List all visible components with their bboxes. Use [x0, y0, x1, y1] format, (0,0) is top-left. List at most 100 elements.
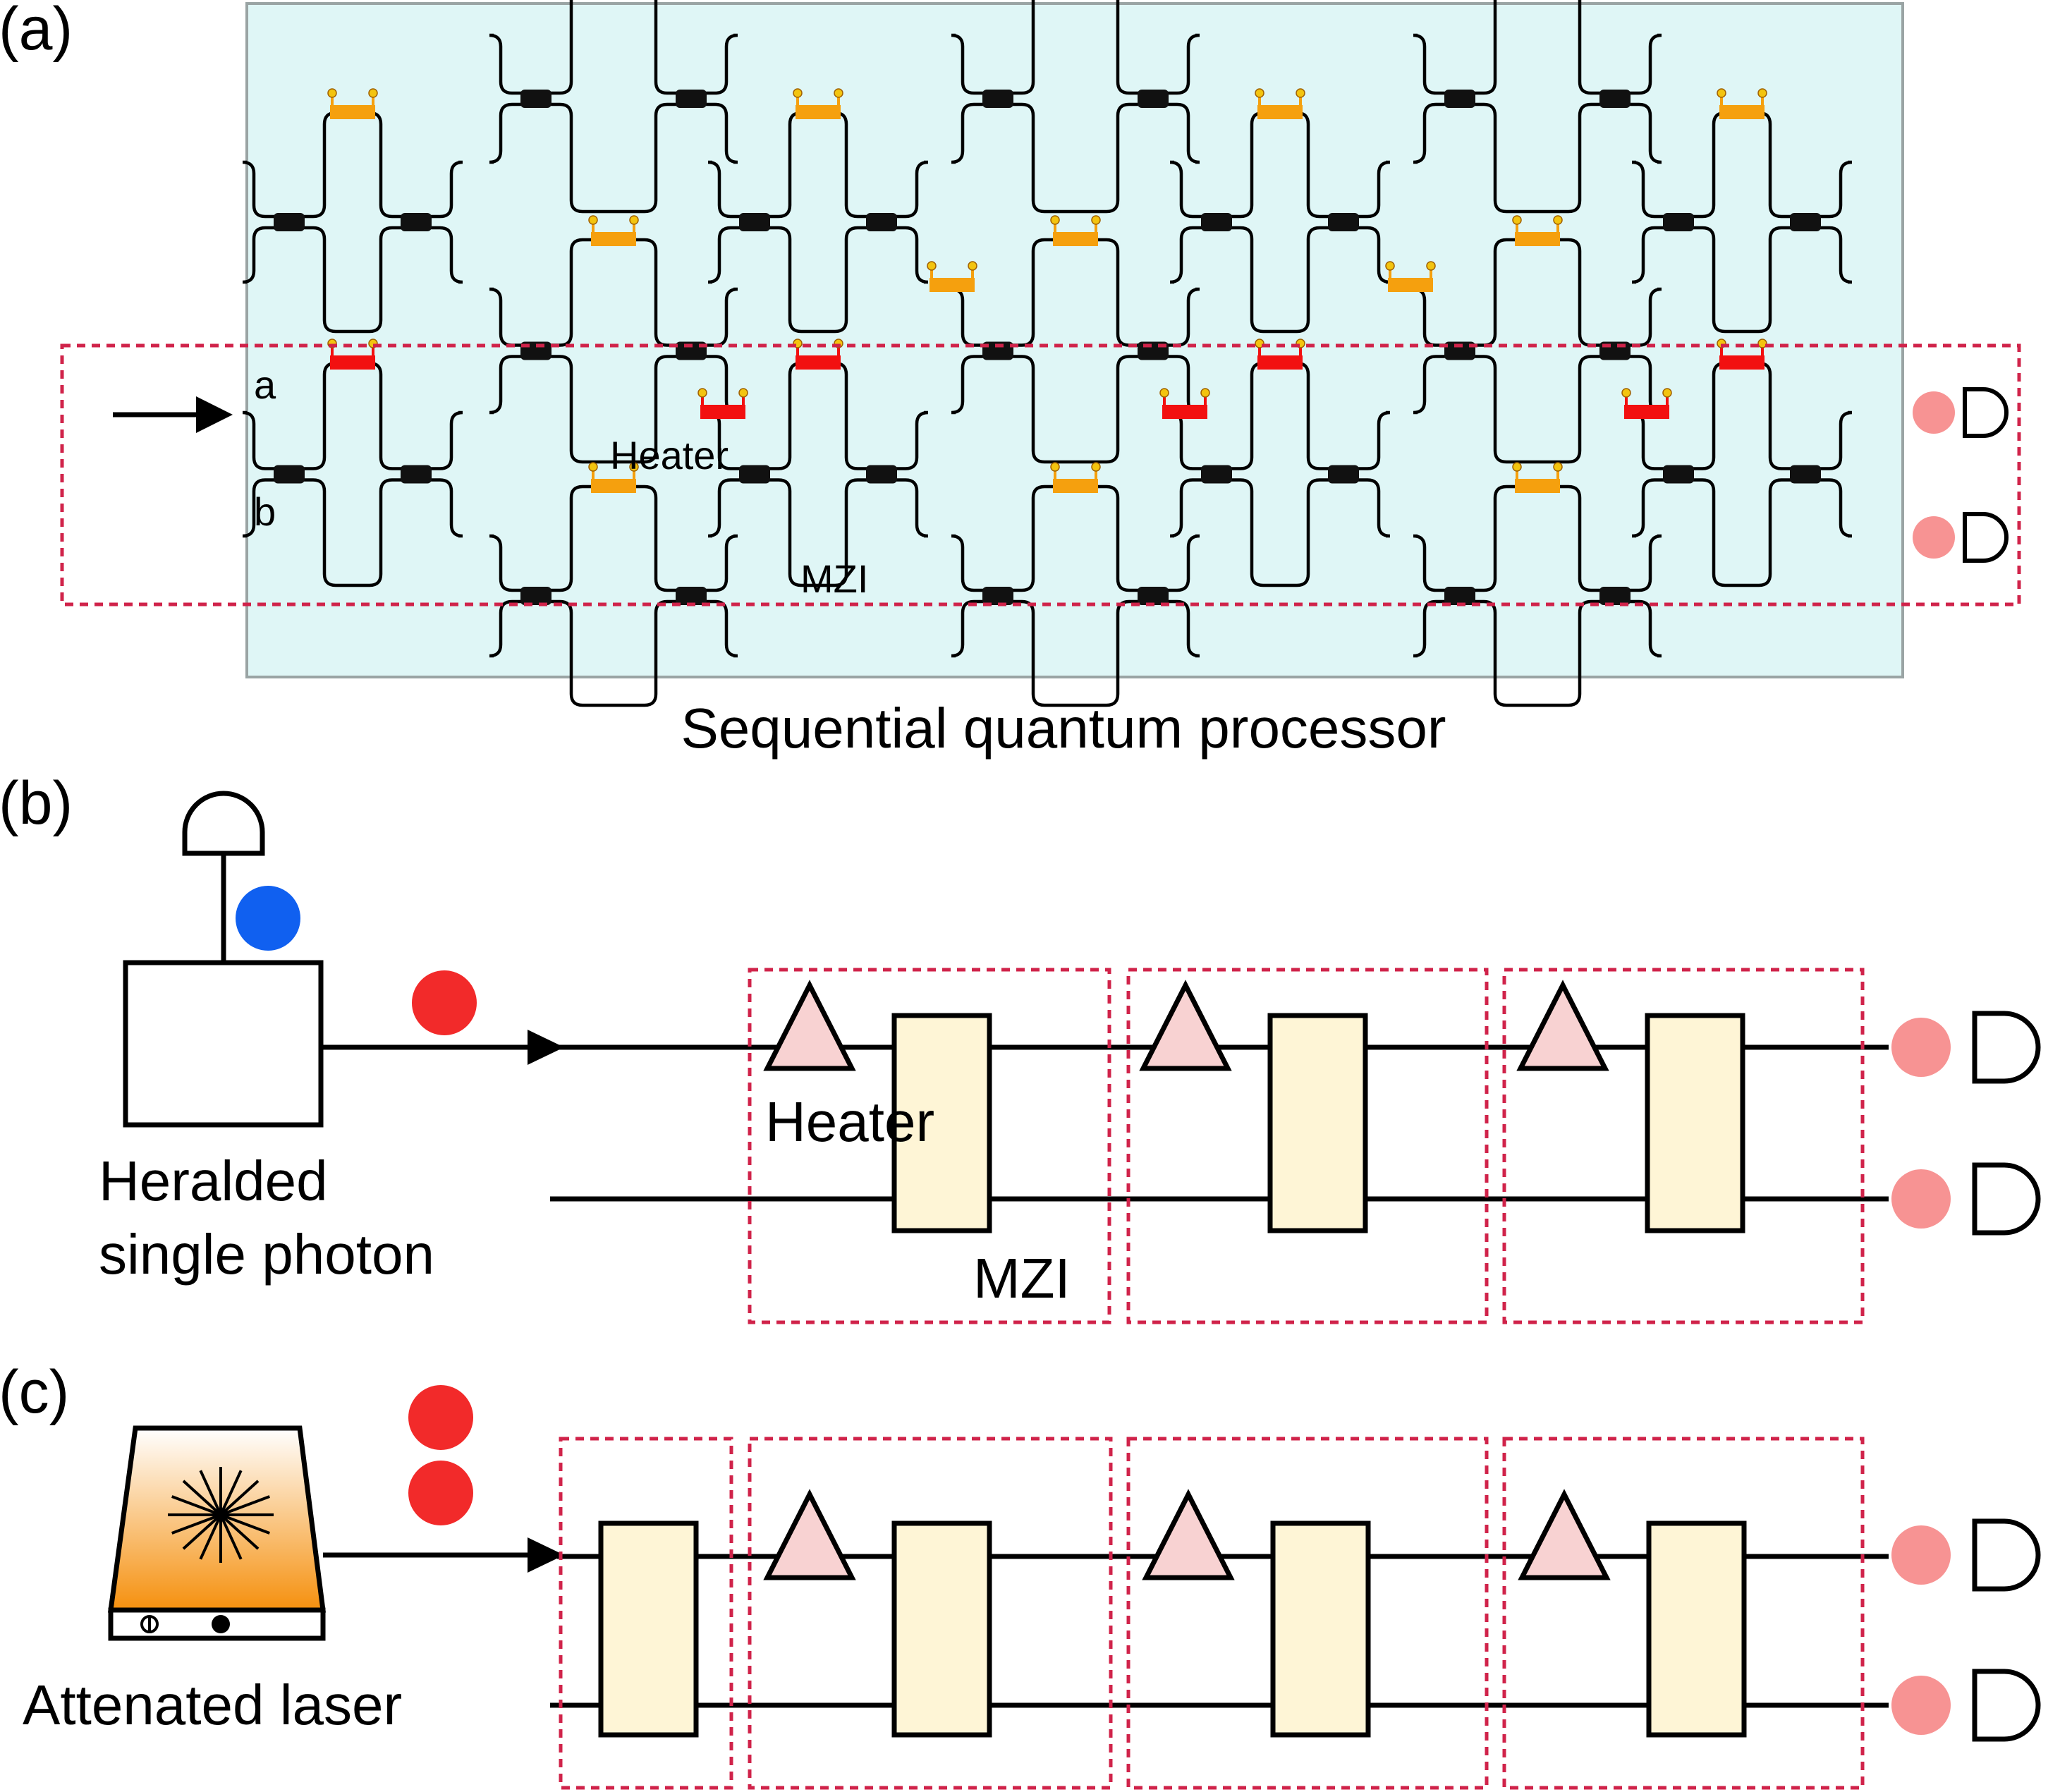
- chip-mzi-label: MZI: [800, 556, 868, 601]
- directional-coupler: [866, 465, 897, 484]
- directional-coupler: [1790, 213, 1821, 231]
- output-photon-b-icon: [1913, 516, 1955, 559]
- chip-mzi-waveguide: [951, 0, 1200, 214]
- panel-c: (c) Attenated laser: [0, 1358, 2041, 1790]
- input-arrow-icon: [113, 396, 233, 433]
- c-detector-bottom-icon: [1972, 1669, 2041, 1742]
- c-detector-top-icon: [1972, 1518, 2041, 1592]
- heater-icon: [796, 355, 841, 370]
- panel-c-label: (c): [0, 1358, 69, 1426]
- mzi-box-icon: [1270, 1520, 1371, 1738]
- directional-coupler: [274, 465, 305, 484]
- stage-dashed-box: [1126, 1437, 1489, 1790]
- heater-icon: [1719, 355, 1765, 370]
- processing-stage: [1518, 1489, 1747, 1738]
- directional-coupler: [866, 213, 897, 231]
- processing-stage: [1142, 1489, 1371, 1738]
- mzi-box-icon: [891, 1520, 992, 1738]
- mode-b-label: b: [254, 489, 276, 534]
- b-detector-top-icon: [1972, 1011, 2041, 1084]
- directional-coupler: [1201, 213, 1232, 231]
- directional-coupler: [1790, 465, 1821, 484]
- heater-triangle-icon: [1142, 1489, 1235, 1580]
- heater-icon: [1162, 405, 1207, 419]
- c-output-photon-top-icon: [1891, 1525, 1951, 1585]
- chip-mzi-waveguide: [489, 0, 738, 214]
- heater-icon: [330, 105, 375, 119]
- heater-icon: [591, 232, 636, 246]
- processing-stage: [763, 1489, 992, 1738]
- mzi-box-icon: [1267, 1013, 1368, 1233]
- b-mzi-label: MZI: [973, 1247, 1071, 1310]
- panel-b-label: (b): [0, 769, 73, 837]
- directional-coupler: [1444, 587, 1475, 605]
- heralded-source-box: [123, 960, 324, 1128]
- mode-a-label: a: [254, 362, 276, 407]
- directional-coupler: [1201, 465, 1232, 484]
- laser-photon-2-icon: [408, 1461, 473, 1525]
- directional-coupler: [982, 587, 1013, 605]
- directional-coupler: [1444, 90, 1475, 108]
- directional-coupler: [1599, 587, 1631, 605]
- directional-coupler: [274, 213, 305, 231]
- detector-a-icon: [1963, 387, 2009, 438]
- directional-couplers: [274, 90, 1821, 605]
- heater-icon: [1257, 105, 1303, 119]
- heater-icon: [700, 405, 745, 419]
- stage-dashed-box: [748, 1437, 1113, 1790]
- directional-coupler: [1138, 90, 1169, 108]
- laser-label: Attenated laser: [23, 1674, 402, 1736]
- stage-dashed-box: [748, 968, 1111, 1324]
- mzi-box-icon: [1645, 1013, 1745, 1233]
- directional-coupler: [1444, 341, 1475, 360]
- directional-coupler: [1138, 587, 1169, 605]
- panel-b: (b) Heater MZI Heralded single photon: [0, 769, 2041, 1324]
- output-photon-a-icon: [1913, 391, 1955, 434]
- heater-icon: [1515, 479, 1560, 493]
- directional-coupler: [1663, 465, 1694, 484]
- b-output-photon-top-icon: [1891, 1018, 1951, 1077]
- directional-coupler: [401, 465, 432, 484]
- directional-coupler: [982, 90, 1013, 108]
- stage-dashed-box: [1502, 968, 1865, 1324]
- chip-background: [245, 2, 1904, 678]
- heater-icon: [1053, 232, 1098, 246]
- source-label-line1: Heralded: [99, 1150, 328, 1212]
- chip-heater-label: Heater: [610, 433, 729, 477]
- heater-icon: [591, 479, 636, 493]
- heater-triangle-icon: [763, 1489, 856, 1580]
- heater-icon: [330, 355, 375, 370]
- processing-stage: [763, 980, 992, 1233]
- processing-stage: [1139, 980, 1368, 1233]
- directional-coupler: [676, 341, 707, 360]
- directional-coupler: [1663, 213, 1694, 231]
- heater-icon: [1053, 479, 1098, 493]
- directional-coupler: [739, 213, 770, 231]
- directional-coupler: [676, 587, 707, 605]
- heater-icon: [1719, 105, 1765, 119]
- directional-coupler: [520, 587, 551, 605]
- chip-mzi-waveguide: [1413, 0, 1662, 214]
- b-output-photon-bottom-icon: [1891, 1169, 1951, 1229]
- herald-detector-icon: [182, 791, 265, 856]
- heater-icon: [1624, 405, 1669, 419]
- mzi-box-icon: [1646, 1520, 1747, 1738]
- directional-coupler: [401, 213, 432, 231]
- heater-icon: [1515, 232, 1560, 246]
- chip-heaters: [327, 88, 1767, 493]
- stage-dashed-box: [1126, 968, 1489, 1324]
- panel-a-label: (a): [0, 0, 73, 63]
- directional-coupler: [520, 90, 551, 108]
- laser-icon: [107, 1425, 326, 1641]
- processing-stage: [1516, 980, 1745, 1233]
- directional-coupler: [982, 341, 1013, 360]
- panel-a: (a) a b Heater MZI Sequential quantum pr…: [0, 0, 2021, 760]
- heater-triangle-icon: [1516, 980, 1609, 1071]
- herald-photon-icon: [236, 886, 300, 951]
- heater-triangle-icon: [763, 980, 856, 1071]
- heater-triangle-icon: [1518, 1489, 1611, 1580]
- directional-coupler: [739, 465, 770, 484]
- stage-dashed-box: [559, 1437, 733, 1790]
- laser-photon-1-icon: [408, 1385, 473, 1450]
